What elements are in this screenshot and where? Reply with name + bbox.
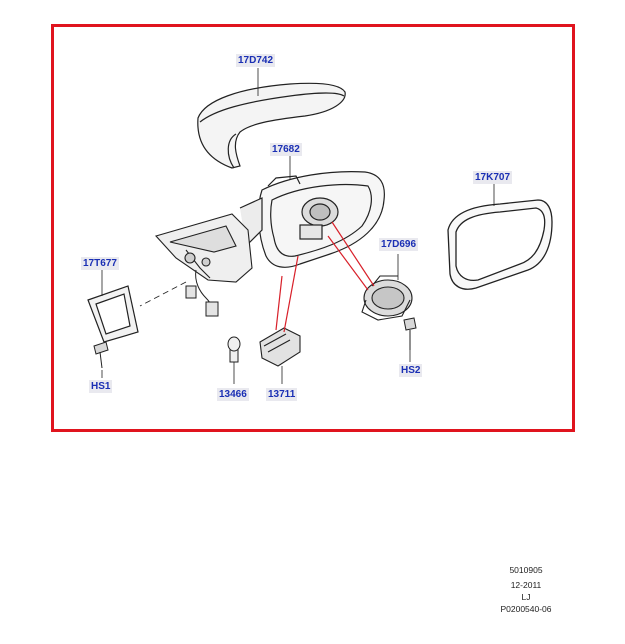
assembly-dash-line (139, 281, 187, 307)
trim-panel-part (87, 285, 139, 343)
diagram-frame (51, 24, 575, 432)
mirror-cover-part (197, 82, 346, 169)
callout-mirror-housing: 17682 (270, 143, 302, 156)
leader-red-lamp-left (275, 275, 283, 331)
footer-drawing-id: P0200540-06 (500, 604, 552, 614)
callout-lamp-assembly: 13711 (266, 388, 298, 401)
bulb-part (227, 336, 241, 384)
callout-mirror-glass: 17K707 (473, 171, 513, 184)
mirror-glass-part (447, 199, 553, 290)
leader-red-lamp-right (283, 255, 299, 333)
callout-screw-hs2: HS2 (399, 364, 423, 377)
footer-ref-number: 5010905 (509, 565, 543, 575)
mirror-mount-bracket (154, 213, 253, 283)
mirror-motor-part (361, 275, 413, 321)
footer-date: 12-2011 (510, 580, 542, 590)
callout-trim-panel: 17T677 (81, 257, 119, 270)
footer-model-code: LJ (521, 592, 531, 602)
callout-screw-hs1: HS1 (89, 380, 113, 393)
callout-mirror-motor: 17D696 (379, 238, 419, 251)
screw-hs1-part (93, 341, 109, 369)
wiring-harness (185, 269, 219, 317)
mirror-housing-part (239, 171, 385, 268)
screw-hs2-part (403, 317, 417, 350)
leader-red-motor-b (327, 235, 369, 291)
lamp-assembly-part (259, 327, 301, 384)
callout-bulb: 13466 (217, 388, 249, 401)
callout-mirror-cover: 17D742 (236, 54, 276, 67)
leader-red-motor-a (331, 221, 375, 287)
